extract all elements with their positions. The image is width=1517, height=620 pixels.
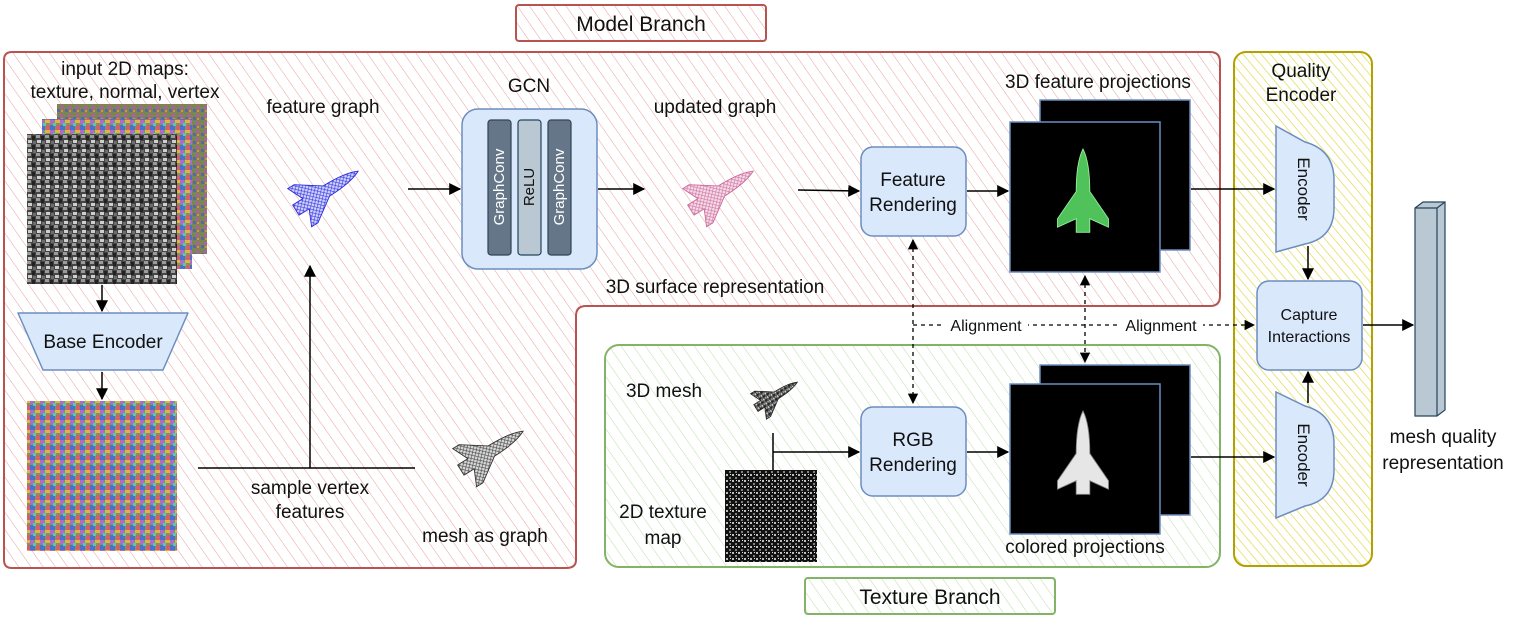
colored-projections-label: colored projections [1005, 537, 1164, 558]
alignment-label-2: Alignment [1119, 315, 1203, 335]
mesh-3d-label: 3D mesh [626, 381, 702, 402]
rgb-rendering-box: RGB Rendering [860, 406, 967, 497]
flow-arrows [96, 183, 1415, 470]
gcn-layer-graphconv-1 [487, 119, 512, 256]
capture-interactions-box: Capture Interactions [1256, 280, 1363, 371]
quality-encoder-label-2: Encoder [1266, 85, 1337, 106]
base-encoder: Base Encoder [17, 312, 189, 371]
mesh-quality-label: mesh quality [1390, 427, 1497, 448]
svg-text:Encoder: Encoder [1294, 423, 1313, 487]
svg-text:Feature: Feature [880, 170, 945, 191]
gcn-layer-graphconv-2 [547, 119, 572, 256]
input-maps-label-2: texture, normal, vertex [30, 82, 220, 103]
texture-map-label: 2D texture [619, 502, 707, 523]
model-branch-label: Model Branch [515, 4, 767, 42]
feature-graph-label: feature graph [266, 97, 379, 118]
updated-graph-label: updated graph [654, 97, 777, 118]
texture-map-label-2: map [645, 528, 682, 549]
svg-text:RGB: RGB [892, 430, 933, 451]
svg-text:ReLU: ReLU [521, 168, 538, 206]
alignment-label-1: Alignment [944, 315, 1028, 335]
svg-text:GraphConv: GraphConv [551, 148, 568, 225]
svg-text:Base Encoder: Base Encoder [43, 332, 163, 353]
texture-branch-label: Texture Branch [804, 577, 1056, 615]
svg-text:GraphConv: GraphConv [491, 148, 508, 225]
svg-text:Alignment: Alignment [950, 318, 1022, 335]
svg-text:Rendering: Rendering [869, 455, 957, 476]
feature-rendering-box: Feature Rendering [860, 146, 967, 237]
svg-text:Interactions: Interactions [1268, 329, 1351, 346]
sample-vertex-label-2: features [276, 502, 345, 523]
encoder-top: Encoder [1275, 124, 1335, 253]
quality-encoder-label: Quality [1271, 61, 1331, 82]
surface-representation-label: 3D surface representation [606, 277, 825, 298]
svg-text:Alignment: Alignment [1125, 318, 1197, 335]
colored-projections-stack [1009, 364, 1191, 535]
svg-text:Rendering: Rendering [869, 195, 957, 216]
svg-text:Encoder: Encoder [1294, 157, 1313, 221]
input-maps-stack [27, 104, 207, 284]
mesh-as-graph-label: mesh as graph [422, 526, 548, 547]
feature-projections-stack [1009, 99, 1191, 273]
texture-map-image [725, 470, 817, 562]
mesh-quality-vector [1414, 201, 1446, 417]
gcn-layer-relu [517, 119, 542, 256]
encoder-bottom: Encoder [1275, 390, 1335, 520]
feature-map [27, 401, 177, 551]
sample-vertex-label: sample vertex [251, 478, 370, 499]
svg-text:Capture: Capture [1281, 307, 1338, 324]
gcn-label: GCN [508, 76, 550, 97]
svg-text:Texture Branch: Texture Branch [859, 586, 1000, 609]
feature-projections-label: 3D feature projections [1005, 72, 1191, 93]
input-maps-label: input 2D maps: [61, 59, 189, 80]
mesh-quality-label-2: representation [1382, 453, 1503, 474]
gcn-layers: GraphConv ReLU GraphConv [487, 119, 572, 256]
svg-text:Model Branch: Model Branch [576, 13, 706, 36]
